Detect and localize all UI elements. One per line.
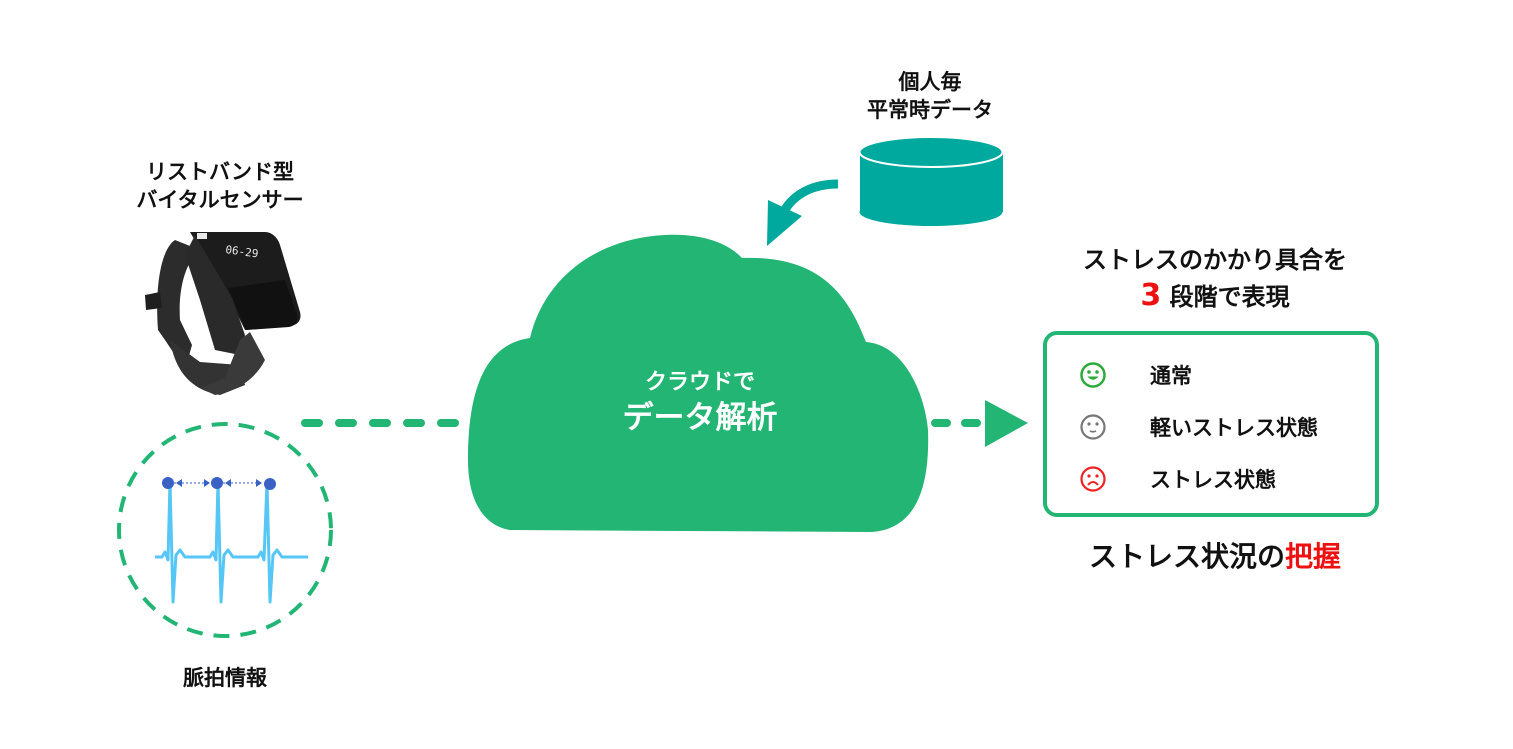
curved-arrow-shaft (777, 179, 839, 218)
stress-level-high: ストレス状態 (1047, 459, 1276, 499)
cloud-shape (468, 234, 929, 532)
curved-arrow-head-icon (767, 200, 802, 246)
result-footer-highlight: 把握 (1285, 540, 1342, 573)
database-title: 個人毎 平常時データ (830, 68, 1030, 124)
cloud-label: クラウドで データ解析 (560, 368, 840, 438)
r-peak-dot (211, 477, 223, 489)
wristband-title-line1: リストバンド型 (145, 160, 295, 184)
database-title-line1: 個人毎 (898, 70, 962, 94)
rr-interval-markers (162, 477, 276, 490)
wristband-title: リストバンド型 バイタルセンサー (100, 158, 340, 214)
wristband-device-image: 06-29 (145, 232, 301, 395)
cloud-label-line1: クラウドで (644, 370, 755, 395)
stress-level-legend: 通常 軽いストレス状態 ストレス状態 (1043, 331, 1379, 517)
result-footer-text: ストレス状況の (1088, 540, 1285, 573)
arrow-right-icon (985, 400, 1028, 447)
sad-face-icon (1071, 465, 1115, 493)
cloud-label-line2: データ解析 (622, 400, 778, 436)
result-heading-line1: ストレスのかかり具合を (1083, 246, 1347, 274)
result-heading-line2: 3 段階で表現 (1030, 278, 1400, 315)
wristband-display-text: 06-29 (225, 243, 260, 260)
result-footer: ストレス状況の把握 (1030, 537, 1400, 577)
pulse-label: 脈拍情報 (183, 666, 267, 690)
pulse-dashed-circle (117, 422, 333, 638)
database-title-line2: 平常時データ (867, 98, 993, 122)
result-heading-line2-text: 段階で表現 (1161, 283, 1290, 311)
neutral-face-icon (1071, 413, 1115, 441)
stress-level-label: ストレス状態 (1150, 468, 1276, 492)
level-count-number: 3 (1140, 278, 1162, 313)
wristband-title-line2: バイタルセンサー (136, 188, 304, 212)
stress-level-label: 通常 (1150, 364, 1192, 388)
happy-face-icon (1071, 361, 1115, 389)
stress-level-label: 軽いストレス状態 (1150, 416, 1318, 440)
result-heading: ストレスのかかり具合を 3 段階で表現 (1030, 242, 1400, 315)
stress-level-normal: 通常 (1047, 355, 1192, 395)
database-cylinder-icon (858, 136, 1004, 226)
stress-level-mild: 軽いストレス状態 (1047, 407, 1318, 447)
ecg-waveform (155, 480, 308, 604)
r-peak-dot (264, 478, 276, 490)
r-peak-dot (162, 477, 174, 489)
